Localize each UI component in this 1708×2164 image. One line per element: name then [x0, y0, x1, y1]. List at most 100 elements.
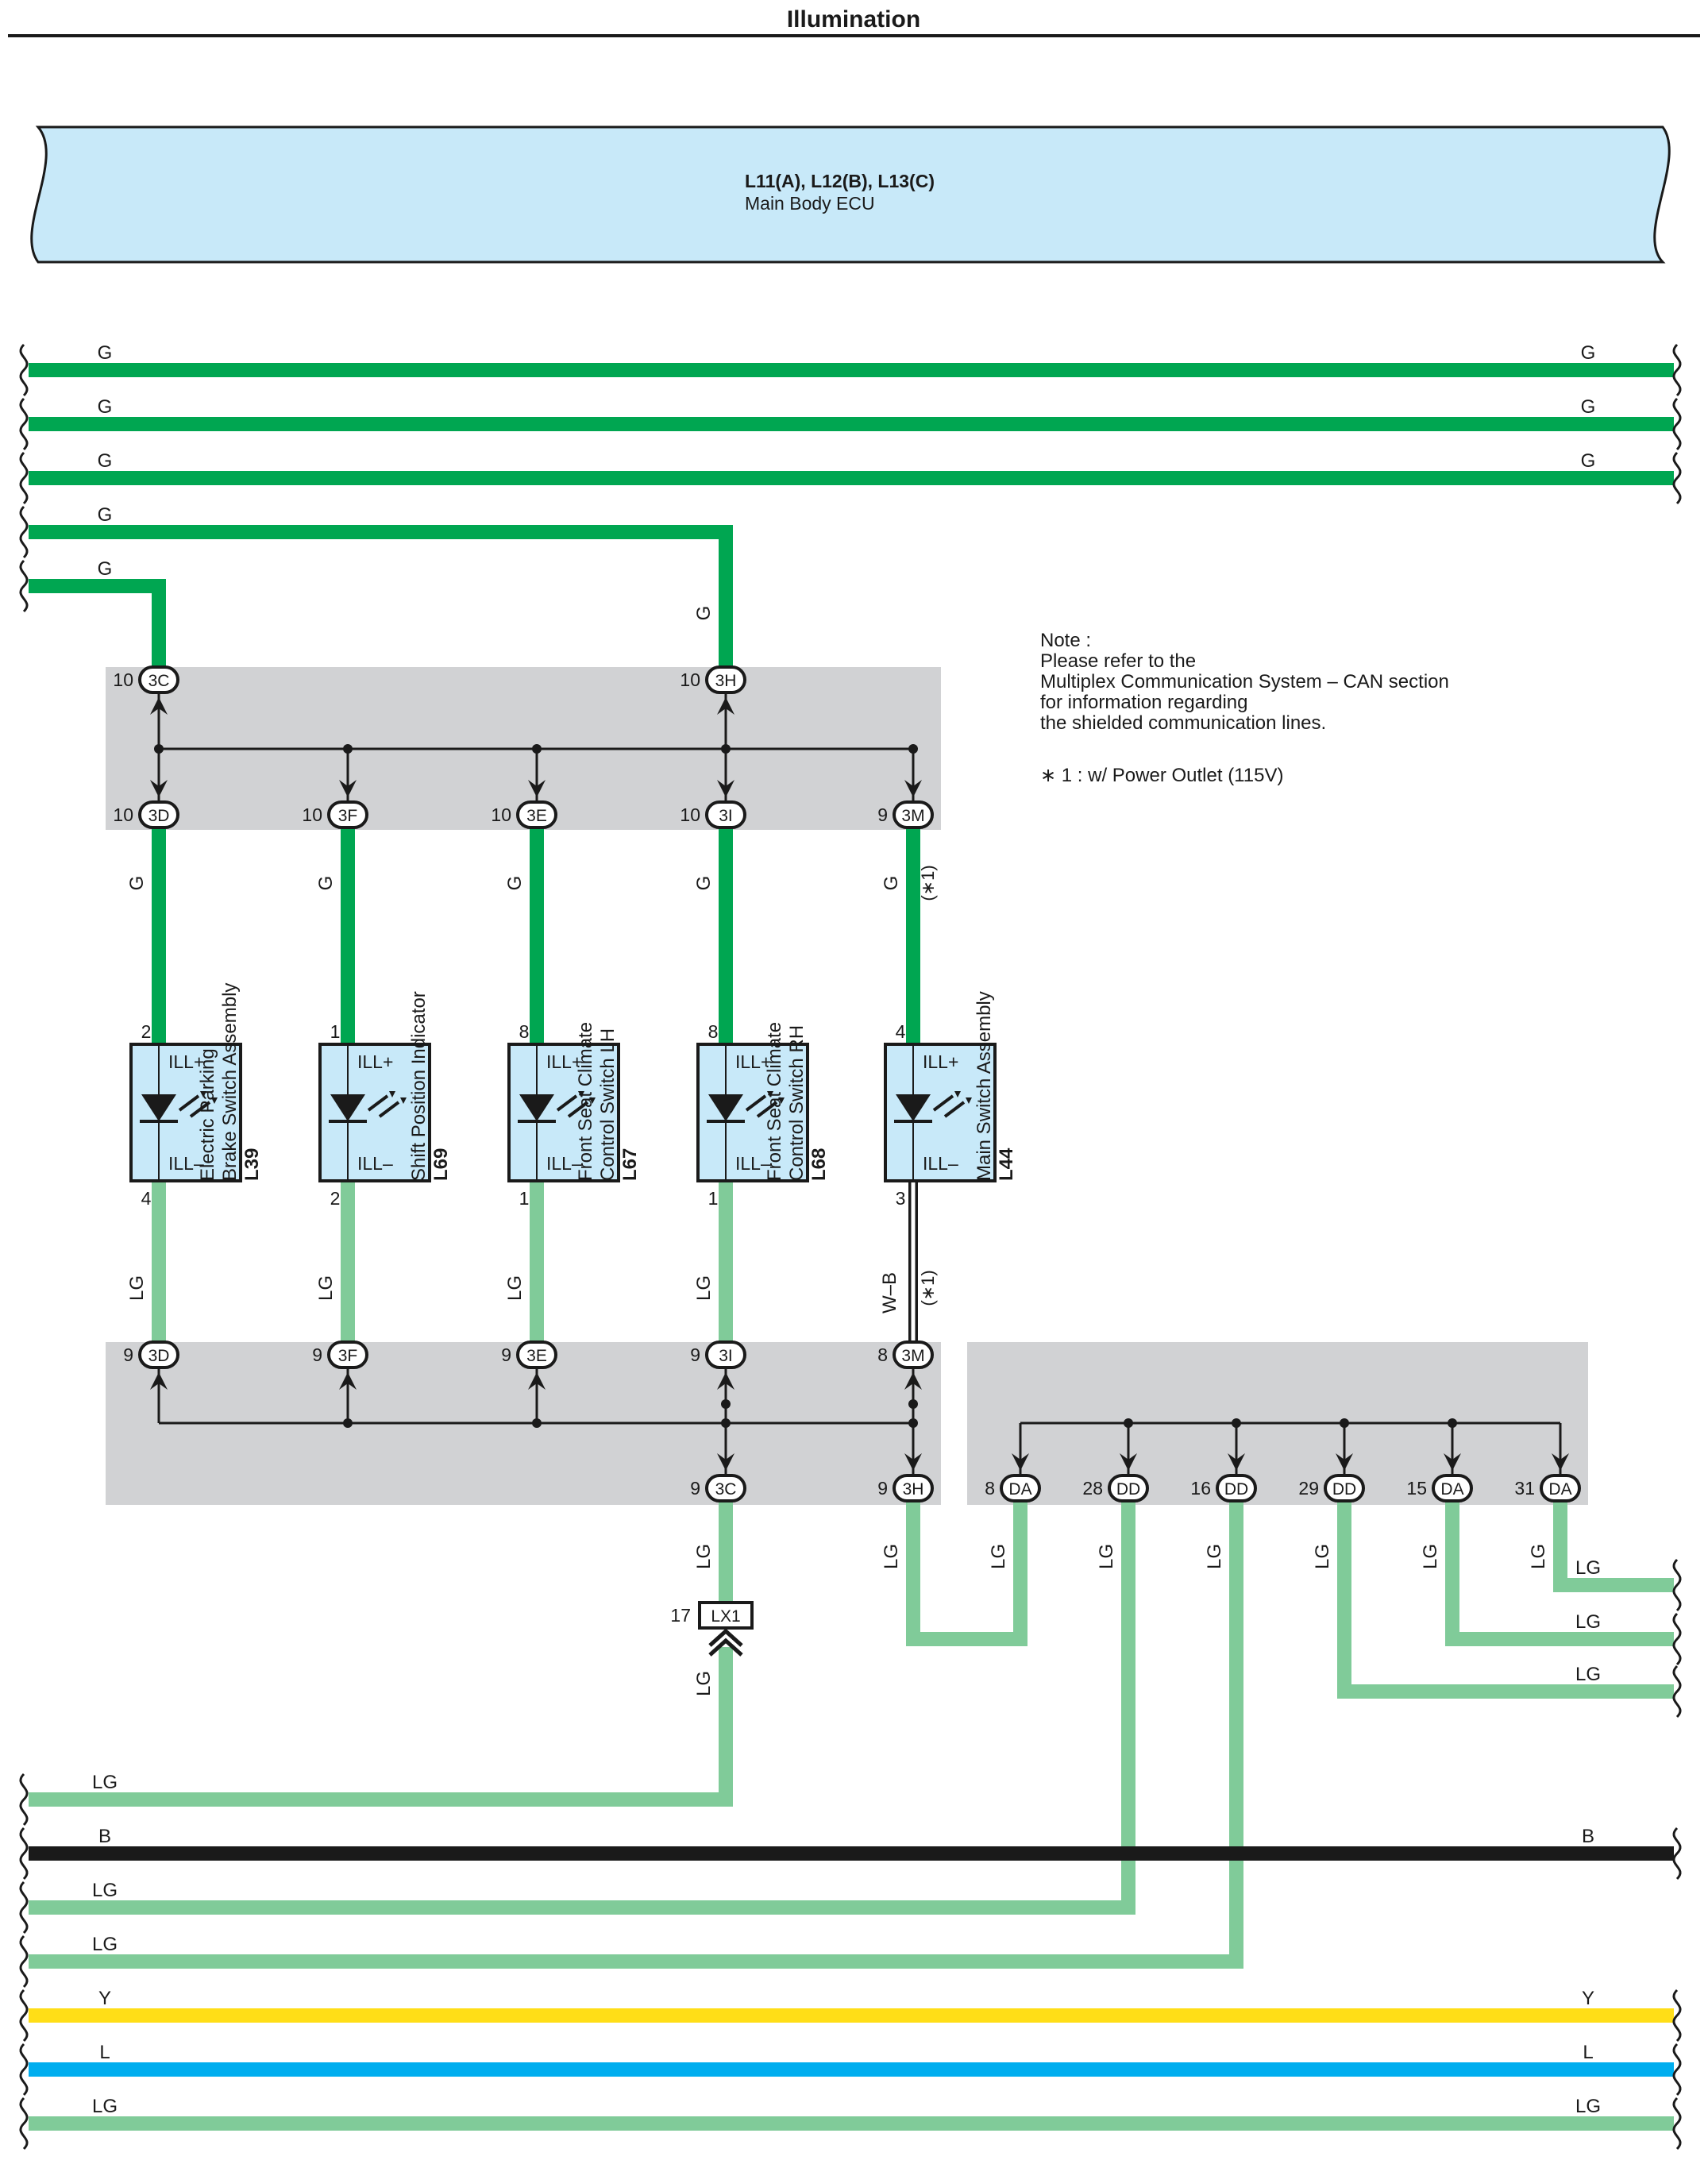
pin-ill-minus: ILL–: [168, 1153, 204, 1174]
wire-break-mark: [19, 343, 29, 397]
connector-pin: 10: [491, 804, 511, 825]
connector-pill: [893, 1474, 934, 1502]
connector-pill: [1432, 1474, 1473, 1502]
bottom-wire-left-label: L: [99, 2042, 110, 2063]
lg-dd29-wire: [1337, 1501, 1674, 1699]
note-line: Multiplex Communication System – CAN sec…: [1040, 671, 1449, 692]
connector-pin: 10: [302, 804, 322, 825]
component-feed-label: G: [504, 876, 526, 891]
connector-pin: 8: [985, 1478, 995, 1499]
lg-rise-label: LG: [693, 1671, 715, 1696]
connector-arrow-icon: [1444, 1453, 1461, 1471]
splice-dot: [532, 1418, 542, 1428]
connector-arrow-icon: [150, 1372, 168, 1390]
connector-pin: 9: [123, 1344, 133, 1365]
splice-dot: [721, 1399, 731, 1409]
connector-pin: 29: [1298, 1478, 1319, 1499]
connector-pill: [516, 1340, 557, 1369]
led-rays-icon: [367, 1094, 400, 1118]
connector-arrow-icon: [904, 1372, 922, 1390]
wire-break-mark: [1672, 1826, 1682, 1880]
component-return-label: LG: [693, 1275, 715, 1301]
top-wire-left-label: G: [98, 558, 113, 580]
component-box: [884, 1043, 997, 1182]
page-title: Illumination: [787, 6, 920, 33]
component-feed-label: G: [881, 876, 902, 891]
pin-ill-minus: ILL–: [923, 1153, 958, 1174]
wire-break-mark: [19, 1772, 29, 1826]
connector-code: 3E: [526, 1347, 547, 1365]
connector-pill: [893, 800, 934, 829]
component-name-line: Front Seat Climate: [575, 1022, 596, 1181]
led-icon: [896, 1094, 931, 1121]
connector-code: 3H: [715, 672, 737, 690]
connector-pin: 10: [113, 804, 133, 825]
connector-code: 3D: [148, 807, 170, 825]
connector-arrow-icon: [717, 780, 734, 797]
connector-pin: 9: [312, 1344, 322, 1365]
wires: [19, 343, 1682, 2150]
splice-dot: [1340, 1418, 1349, 1428]
splice-dot: [1448, 1418, 1457, 1428]
ecu-name: L11(A), L12(B), L13(C): [745, 171, 935, 191]
note-line: Note :: [1040, 630, 1091, 651]
right-lg-label: LG: [1575, 1557, 1601, 1579]
top-wire: [29, 579, 166, 680]
splice-dot: [908, 744, 918, 754]
top-wire-left-label: G: [98, 396, 113, 418]
connector-pin: 10: [680, 669, 700, 690]
connector-arrow-icon: [1012, 1453, 1029, 1471]
connector-arrow-icon: [150, 697, 168, 715]
component-code: L69: [430, 1148, 452, 1181]
connector: 3M 8: [877, 1340, 934, 1390]
wire-break-mark: [1672, 343, 1682, 397]
connector-arrow-icon: [1552, 1453, 1569, 1471]
splice-dot: [908, 1399, 918, 1409]
pin-ill-plus: ILL+: [923, 1051, 958, 1072]
connector: 3H9: [877, 1453, 934, 1502]
lx1-pin: 17: [670, 1605, 691, 1626]
connector-arrow-icon: [717, 697, 734, 715]
connector: 3M9: [877, 780, 934, 829]
bottom-wire-right-label: L: [1583, 2042, 1593, 2063]
connector-code: 3C: [148, 672, 170, 690]
connector-pin: 8: [877, 1344, 888, 1365]
lg-3h-da-wire: [906, 1501, 1027, 1646]
top-wire-right-label: G: [1581, 396, 1596, 418]
wire-break-mark: [1672, 1664, 1682, 1718]
wire-break-mark: [19, 559, 29, 613]
pin-ill-minus: ILL–: [735, 1153, 771, 1174]
wire-break-mark: [19, 1988, 29, 2042]
connector-pill: [138, 1340, 179, 1369]
connector: DA8: [985, 1453, 1041, 1502]
lg-da31-wire: [1553, 1501, 1674, 1592]
connector-code: 3M: [901, 807, 924, 825]
footnote-mark: (∗1): [918, 1270, 938, 1306]
led-icon: [519, 1094, 554, 1121]
main-body-ecu: L11(A), L12(B), L13(C)Main Body ECU: [30, 125, 1671, 264]
connector-pin: 28: [1082, 1478, 1103, 1499]
component-box: [318, 1043, 431, 1182]
led-rays-icon: [745, 1094, 778, 1118]
connector-arrow-icon: [904, 1453, 922, 1471]
bottom-wire-right-label: Y: [1582, 1988, 1594, 2009]
bottom-wire-left-label: B: [98, 1826, 111, 1847]
component-feed-label: G: [126, 876, 148, 891]
wire-break-mark: [19, 397, 29, 451]
connector-pin: 16: [1190, 1478, 1211, 1499]
connector-pill: [516, 800, 557, 829]
led-icon: [708, 1094, 743, 1121]
component-pin-top: 1: [330, 1021, 341, 1042]
wire-break-mark: [1672, 1558, 1682, 1612]
connector-pill: [327, 1340, 368, 1369]
connector: 3F9: [312, 1340, 368, 1390]
connector-code: 3M: [901, 1347, 924, 1365]
connector-arrow-icon: [528, 1372, 546, 1390]
component-return-label: LG: [126, 1275, 148, 1301]
